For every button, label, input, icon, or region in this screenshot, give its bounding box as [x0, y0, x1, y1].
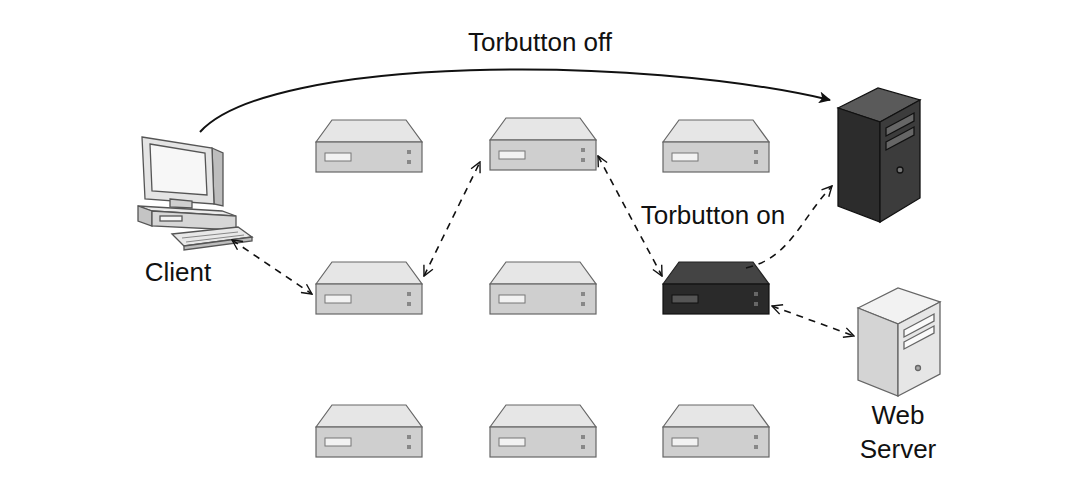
exit-relay-box	[663, 262, 769, 314]
destination-server	[838, 88, 920, 222]
relay-grid	[316, 118, 769, 457]
relay-box	[316, 405, 422, 457]
client-label: Client	[118, 255, 238, 289]
circuit-hop	[424, 162, 480, 276]
web-server-tower	[858, 288, 940, 396]
route-label: Torbutton off	[465, 27, 615, 57]
relay-box	[490, 405, 596, 457]
relay-box	[316, 262, 422, 314]
circuit-hop	[232, 240, 312, 294]
relay-box	[663, 405, 769, 457]
relay-box	[316, 120, 422, 172]
route-label: Torbutton on	[638, 200, 789, 230]
relay-box	[490, 118, 596, 170]
client-computer	[138, 137, 252, 250]
circuit-hop	[772, 306, 854, 336]
node-text: Web Server	[843, 398, 953, 466]
relay-box	[663, 120, 769, 172]
tor-circuit	[232, 156, 854, 336]
web-server-label: Web Server	[843, 398, 953, 466]
relay-box	[490, 262, 596, 314]
node-text: Client	[118, 255, 238, 289]
direct-route-arrow	[200, 69, 830, 132]
